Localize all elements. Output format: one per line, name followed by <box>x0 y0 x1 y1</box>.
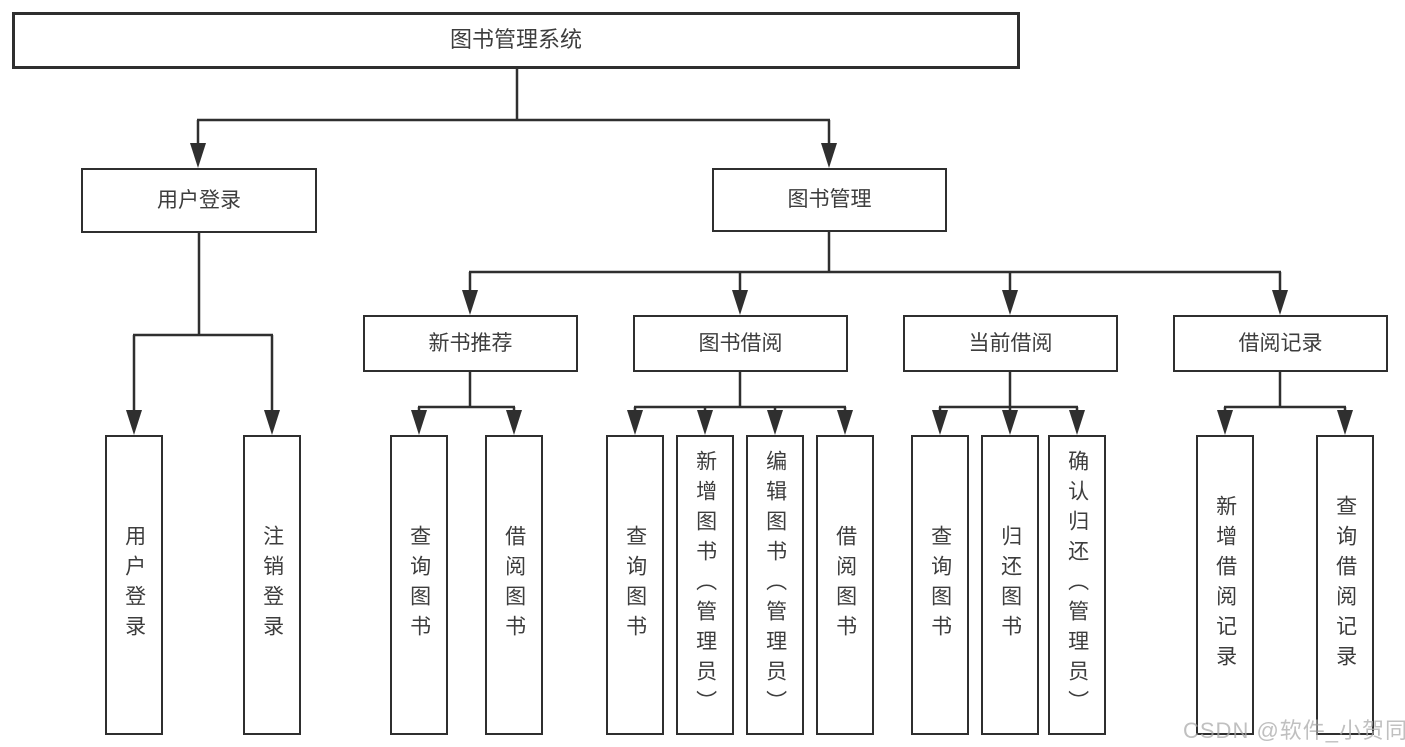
leaf-borrow-query-books: 查询图书 <box>606 435 664 735</box>
leaf-current-query-books: 查询图书 <box>911 435 969 735</box>
node-book-borrow: 图书借阅 <box>633 315 848 372</box>
node-book-management: 图书管理 <box>712 168 947 232</box>
leaf-user-login: 用户登录 <box>105 435 163 735</box>
leaf-logout: 注销登录 <box>243 435 301 735</box>
leaf-borrow-books: 借阅图书 <box>816 435 874 735</box>
leaf-query-borrow-record: 查询借阅记录 <box>1316 435 1374 735</box>
leaf-recommend-query-books: 查询图书 <box>390 435 448 735</box>
node-borrow-record: 借阅记录 <box>1173 315 1388 372</box>
leaf-recommend-borrow-books: 借阅图书 <box>485 435 543 735</box>
arrowhead-group <box>126 143 1353 435</box>
node-root: 图书管理系统 <box>12 12 1020 69</box>
leaf-edit-books-admin: 编辑图书（管理员） <box>746 435 804 735</box>
leaf-add-borrow-record: 新增借阅记录 <box>1196 435 1254 735</box>
leaf-return-books: 归还图书 <box>981 435 1039 735</box>
leaf-confirm-return-admin: 确认归还（管理员） <box>1048 435 1106 735</box>
csdn-watermark: CSDN @软件_小贺同学 <box>1183 718 1405 743</box>
node-user-login: 用户登录 <box>81 168 317 233</box>
leaf-add-books-admin: 新增图书（管理员） <box>676 435 734 735</box>
node-new-book-recommend: 新书推荐 <box>363 315 578 372</box>
node-current-borrow: 当前借阅 <box>903 315 1118 372</box>
